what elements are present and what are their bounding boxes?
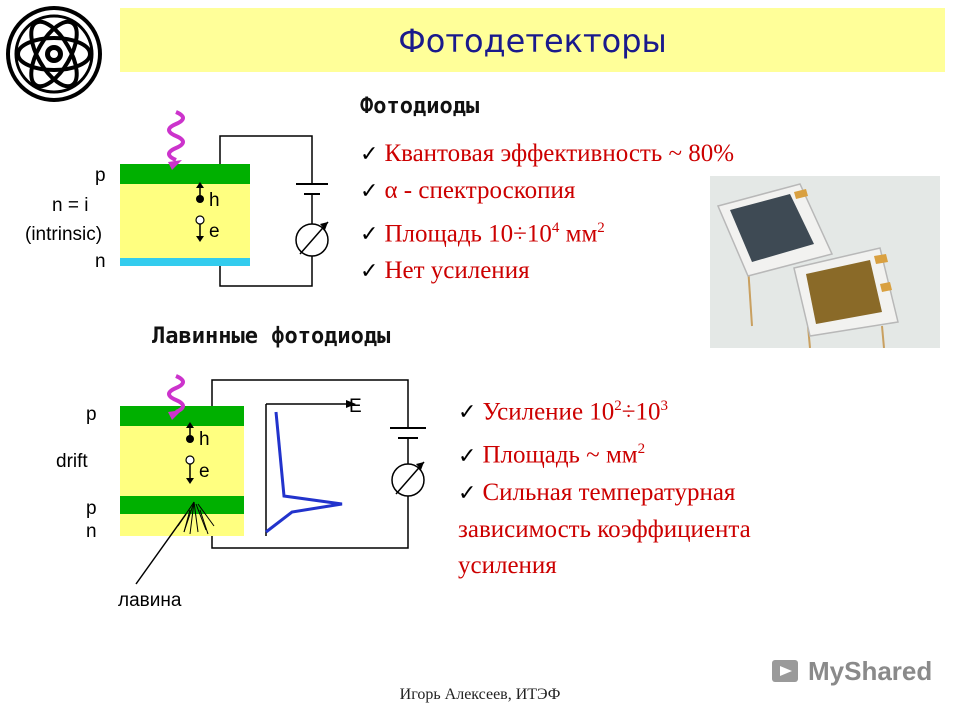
layer-n [120,514,244,536]
institute-logo [6,6,102,102]
label-h-photodiode: h [209,190,220,211]
circuit-wire [219,135,313,184]
watermark-icon [772,660,798,682]
label-h-avalanche: h [199,429,210,450]
layer-label-p-top: p [86,404,97,425]
layer-label-p: p [95,165,106,186]
avalanche-heading: Лавинные фотодиоды [152,324,391,349]
layer-drift [120,426,244,496]
avalanche-label: лавина [118,590,182,611]
bullet-item: ✓α - спектроскопия [360,177,576,204]
photodiode-photo [710,176,940,349]
layer-label-n-i: n = i [52,195,89,216]
watermark-text: MyShared [808,656,933,686]
layer-label-n: n [95,251,106,272]
check-icon: ✓ [458,443,477,469]
layer-n [120,258,250,266]
bullet-item: ✓Сильная температурная [458,478,736,506]
circuit-wire [219,256,313,287]
avalanche-diagram [120,374,426,585]
layer-p [120,164,250,184]
bullet-item: ✓Нет усиления [360,257,530,285]
photon-wave [167,110,185,162]
check-icon: ✓ [360,142,379,167]
photodiode-diagram [120,110,329,287]
label-e-photodiode: e [209,221,220,242]
bullet-item: ✓Площадь ~ мм2 [458,441,646,469]
check-icon: ✓ [360,179,379,204]
field-profile [265,411,343,534]
page-title: Фотодетекторы [398,22,667,60]
layer-label-n-bottom: n [86,521,97,542]
layer-label-p-bottom: p [86,498,97,519]
check-icon: ✓ [458,480,477,506]
bullet-continuation: усиления [458,551,557,579]
check-icon: ✓ [360,259,379,285]
bullet-item: ✓Квантовая эффективность ~ 80% [360,140,735,167]
layer-p-top [120,406,244,426]
avalanche-pointer [135,513,187,585]
layer-intrinsic [120,184,250,258]
footer-author: Игорь Алексеев, ИТЭФ [399,686,561,703]
electron-dot [195,215,205,225]
bullet-item: ✓Усиление 102÷103 [458,398,669,426]
photodiodes-heading: Фотодиоды [360,94,480,119]
photon-arrowhead [168,160,182,170]
label-e-avalanche: e [199,461,210,482]
photodiode-bullets: ✓Квантовая эффективность ~ 80% ✓α - спек… [360,136,734,290]
title-bar [120,8,945,72]
check-icon: ✓ [458,400,477,426]
layer-label-intrinsic: (intrinsic) [25,224,103,245]
avalanche-bullets: ✓Усиление 102÷103 ✓Площадь ~ мм2 ✓Сильна… [458,388,751,584]
field-label-E: E [349,396,362,417]
photon-wave [167,374,185,414]
check-icon: ✓ [360,222,379,248]
layer-label-drift: drift [56,451,88,472]
circuit-wire [211,496,409,549]
bullet-continuation: зависимость коэффициента [458,515,751,543]
layer-p-bottom [120,496,244,514]
electron-dot [185,455,195,465]
circuit-wire [211,379,409,428]
avalanche-tracks [177,501,215,535]
bullet-item: ✓Площадь 10÷104 мм2 [360,220,605,248]
meter-arrowhead [320,222,328,230]
